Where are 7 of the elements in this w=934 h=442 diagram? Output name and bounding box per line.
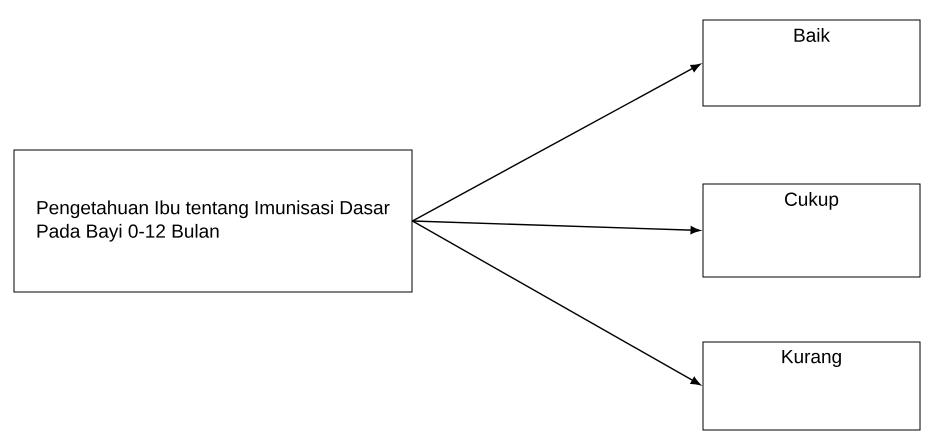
category-box: Cukup <box>702 184 920 278</box>
arrow <box>412 64 701 222</box>
arrow <box>412 220 700 234</box>
category-box: Baik <box>702 20 920 106</box>
arrow <box>412 220 701 386</box>
category-box: Kurang <box>702 342 920 430</box>
text-box: Pengetahuan Ibu tentang Imunisasi Dasar Pada Bayi 0-12 Bulan <box>14 150 412 292</box>
